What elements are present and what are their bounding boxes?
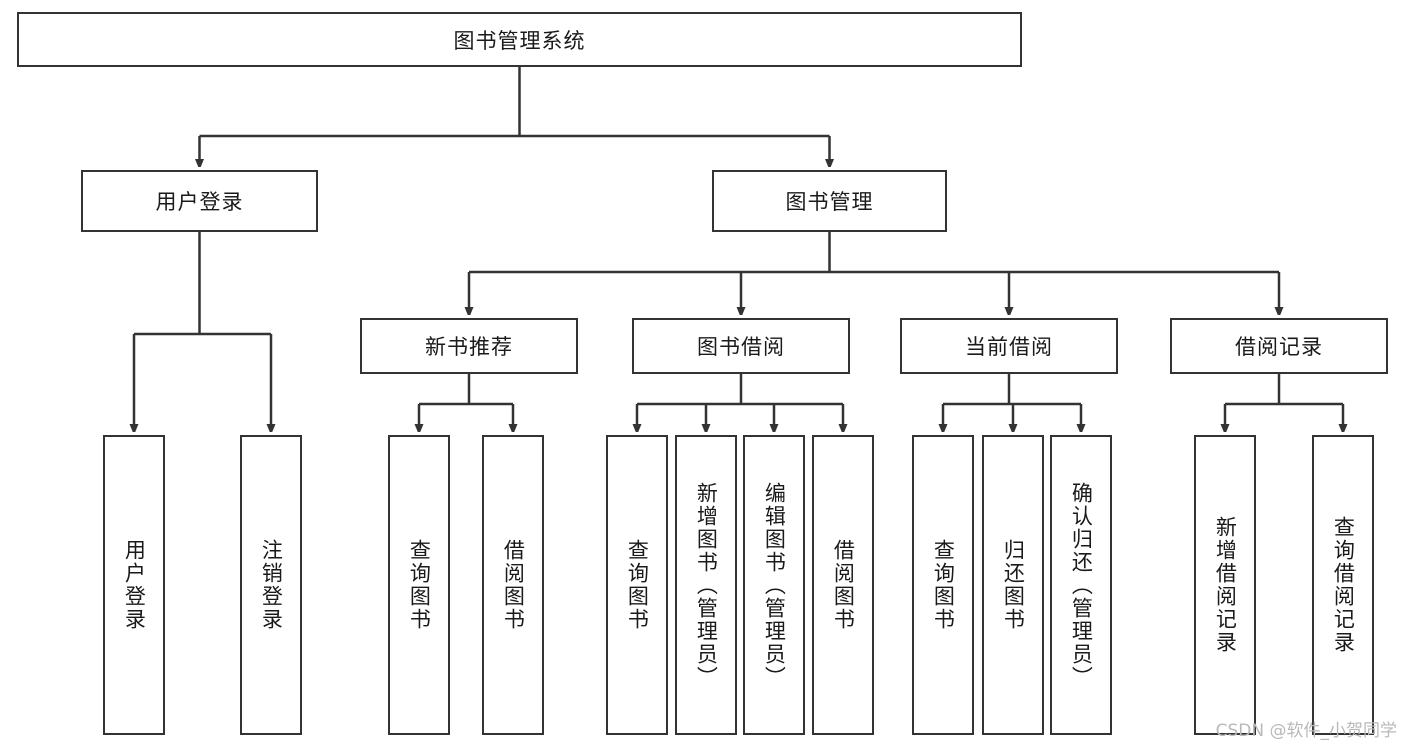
node-root[interactable]: 图书管理系统 <box>17 12 1022 67</box>
node-leaf_0[interactable]: 用户登录 <box>103 435 165 735</box>
node-leaf_2[interactable]: 查询图书 <box>388 435 450 735</box>
node-label: 归还图书 <box>1001 539 1026 631</box>
node-label: 新增借阅记录 <box>1213 516 1238 654</box>
node-l3_2[interactable]: 当前借阅 <box>900 318 1118 374</box>
node-label: 编辑图书（管理员） <box>762 481 787 689</box>
node-label: 用户登录 <box>122 539 147 631</box>
node-label: 图书管理 <box>785 190 874 214</box>
node-label: 确认归还（管理员） <box>1069 481 1094 689</box>
node-label: 借阅图书 <box>501 539 526 631</box>
node-label: 新增图书（管理员） <box>694 481 719 689</box>
node-l3_0[interactable]: 新书推荐 <box>360 318 578 374</box>
node-leaf_1[interactable]: 注销登录 <box>240 435 302 735</box>
node-label: 图书管理系统 <box>453 28 586 53</box>
node-leaf_9[interactable]: 归还图书 <box>982 435 1044 735</box>
node-label: 查询图书 <box>407 539 432 631</box>
node-leaf_5[interactable]: 新增图书（管理员） <box>675 435 737 735</box>
node-label: 查询借阅记录 <box>1331 516 1356 654</box>
node-leaf_7[interactable]: 借阅图书 <box>812 435 874 735</box>
node-label: 查询图书 <box>625 539 650 631</box>
node-label: 注销登录 <box>259 539 284 631</box>
node-leaf_6[interactable]: 编辑图书（管理员） <box>743 435 805 735</box>
node-label: 查询图书 <box>931 539 956 631</box>
node-label: 借阅记录 <box>1235 335 1323 359</box>
node-l2_1[interactable]: 图书管理 <box>712 170 947 232</box>
node-leaf_4[interactable]: 查询图书 <box>606 435 668 735</box>
node-l2_0[interactable]: 用户登录 <box>81 170 318 232</box>
node-leaf_10[interactable]: 确认归还（管理员） <box>1050 435 1112 735</box>
node-label: 图书借阅 <box>697 335 785 359</box>
node-leaf_3[interactable]: 借阅图书 <box>482 435 544 735</box>
node-leaf_11[interactable]: 新增借阅记录 <box>1194 435 1256 735</box>
watermark: CSDN @软件_小贺同学 <box>1215 721 1397 741</box>
node-l3_1[interactable]: 图书借阅 <box>632 318 850 374</box>
node-leaf_12[interactable]: 查询借阅记录 <box>1312 435 1374 735</box>
node-label: 新书推荐 <box>425 335 513 359</box>
node-label: 当前借阅 <box>965 335 1053 359</box>
node-label: 用户登录 <box>155 190 244 214</box>
node-l3_3[interactable]: 借阅记录 <box>1170 318 1388 374</box>
node-label: 借阅图书 <box>831 539 856 631</box>
node-leaf_8[interactable]: 查询图书 <box>912 435 974 735</box>
